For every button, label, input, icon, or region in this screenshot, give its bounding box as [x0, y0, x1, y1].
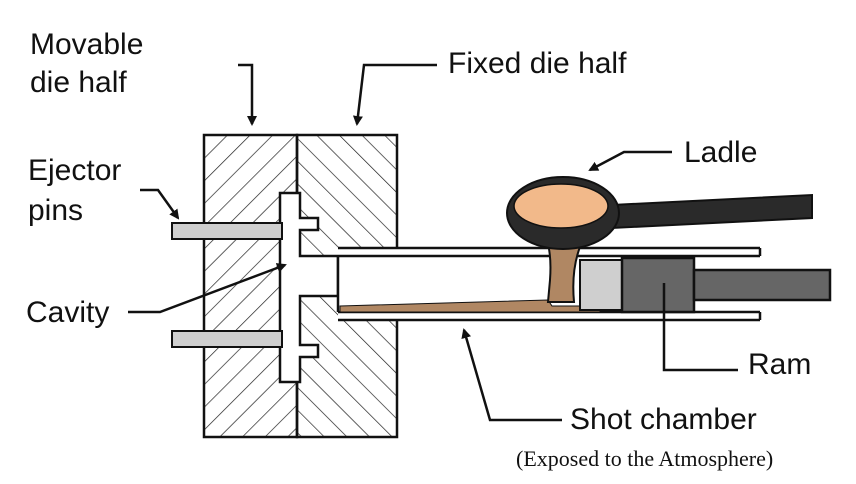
label-ram: Ram: [748, 348, 812, 381]
label-fixed-die-half: Fixed die half: [448, 47, 627, 80]
label-cavity: Cavity: [26, 296, 110, 329]
ejector-pins: [171, 222, 283, 348]
label-shot-chamber: Shot chamber: [570, 403, 757, 436]
label-ladle: Ladle: [684, 136, 758, 169]
ram-face: [579, 259, 623, 311]
ladle: [506, 176, 813, 250]
leader-lines: [128, 63, 738, 422]
label-movable-die-half-line1: Movable: [30, 28, 144, 61]
label-exposed-note: (Exposed to the Atmosphere): [516, 446, 774, 471]
ram: [620, 256, 832, 314]
label-movable-die-half-line2: die half: [30, 66, 127, 99]
label-ejector-pins-line1: Ejector: [28, 154, 122, 187]
label-ejector-pins-line2: pins: [28, 194, 84, 227]
